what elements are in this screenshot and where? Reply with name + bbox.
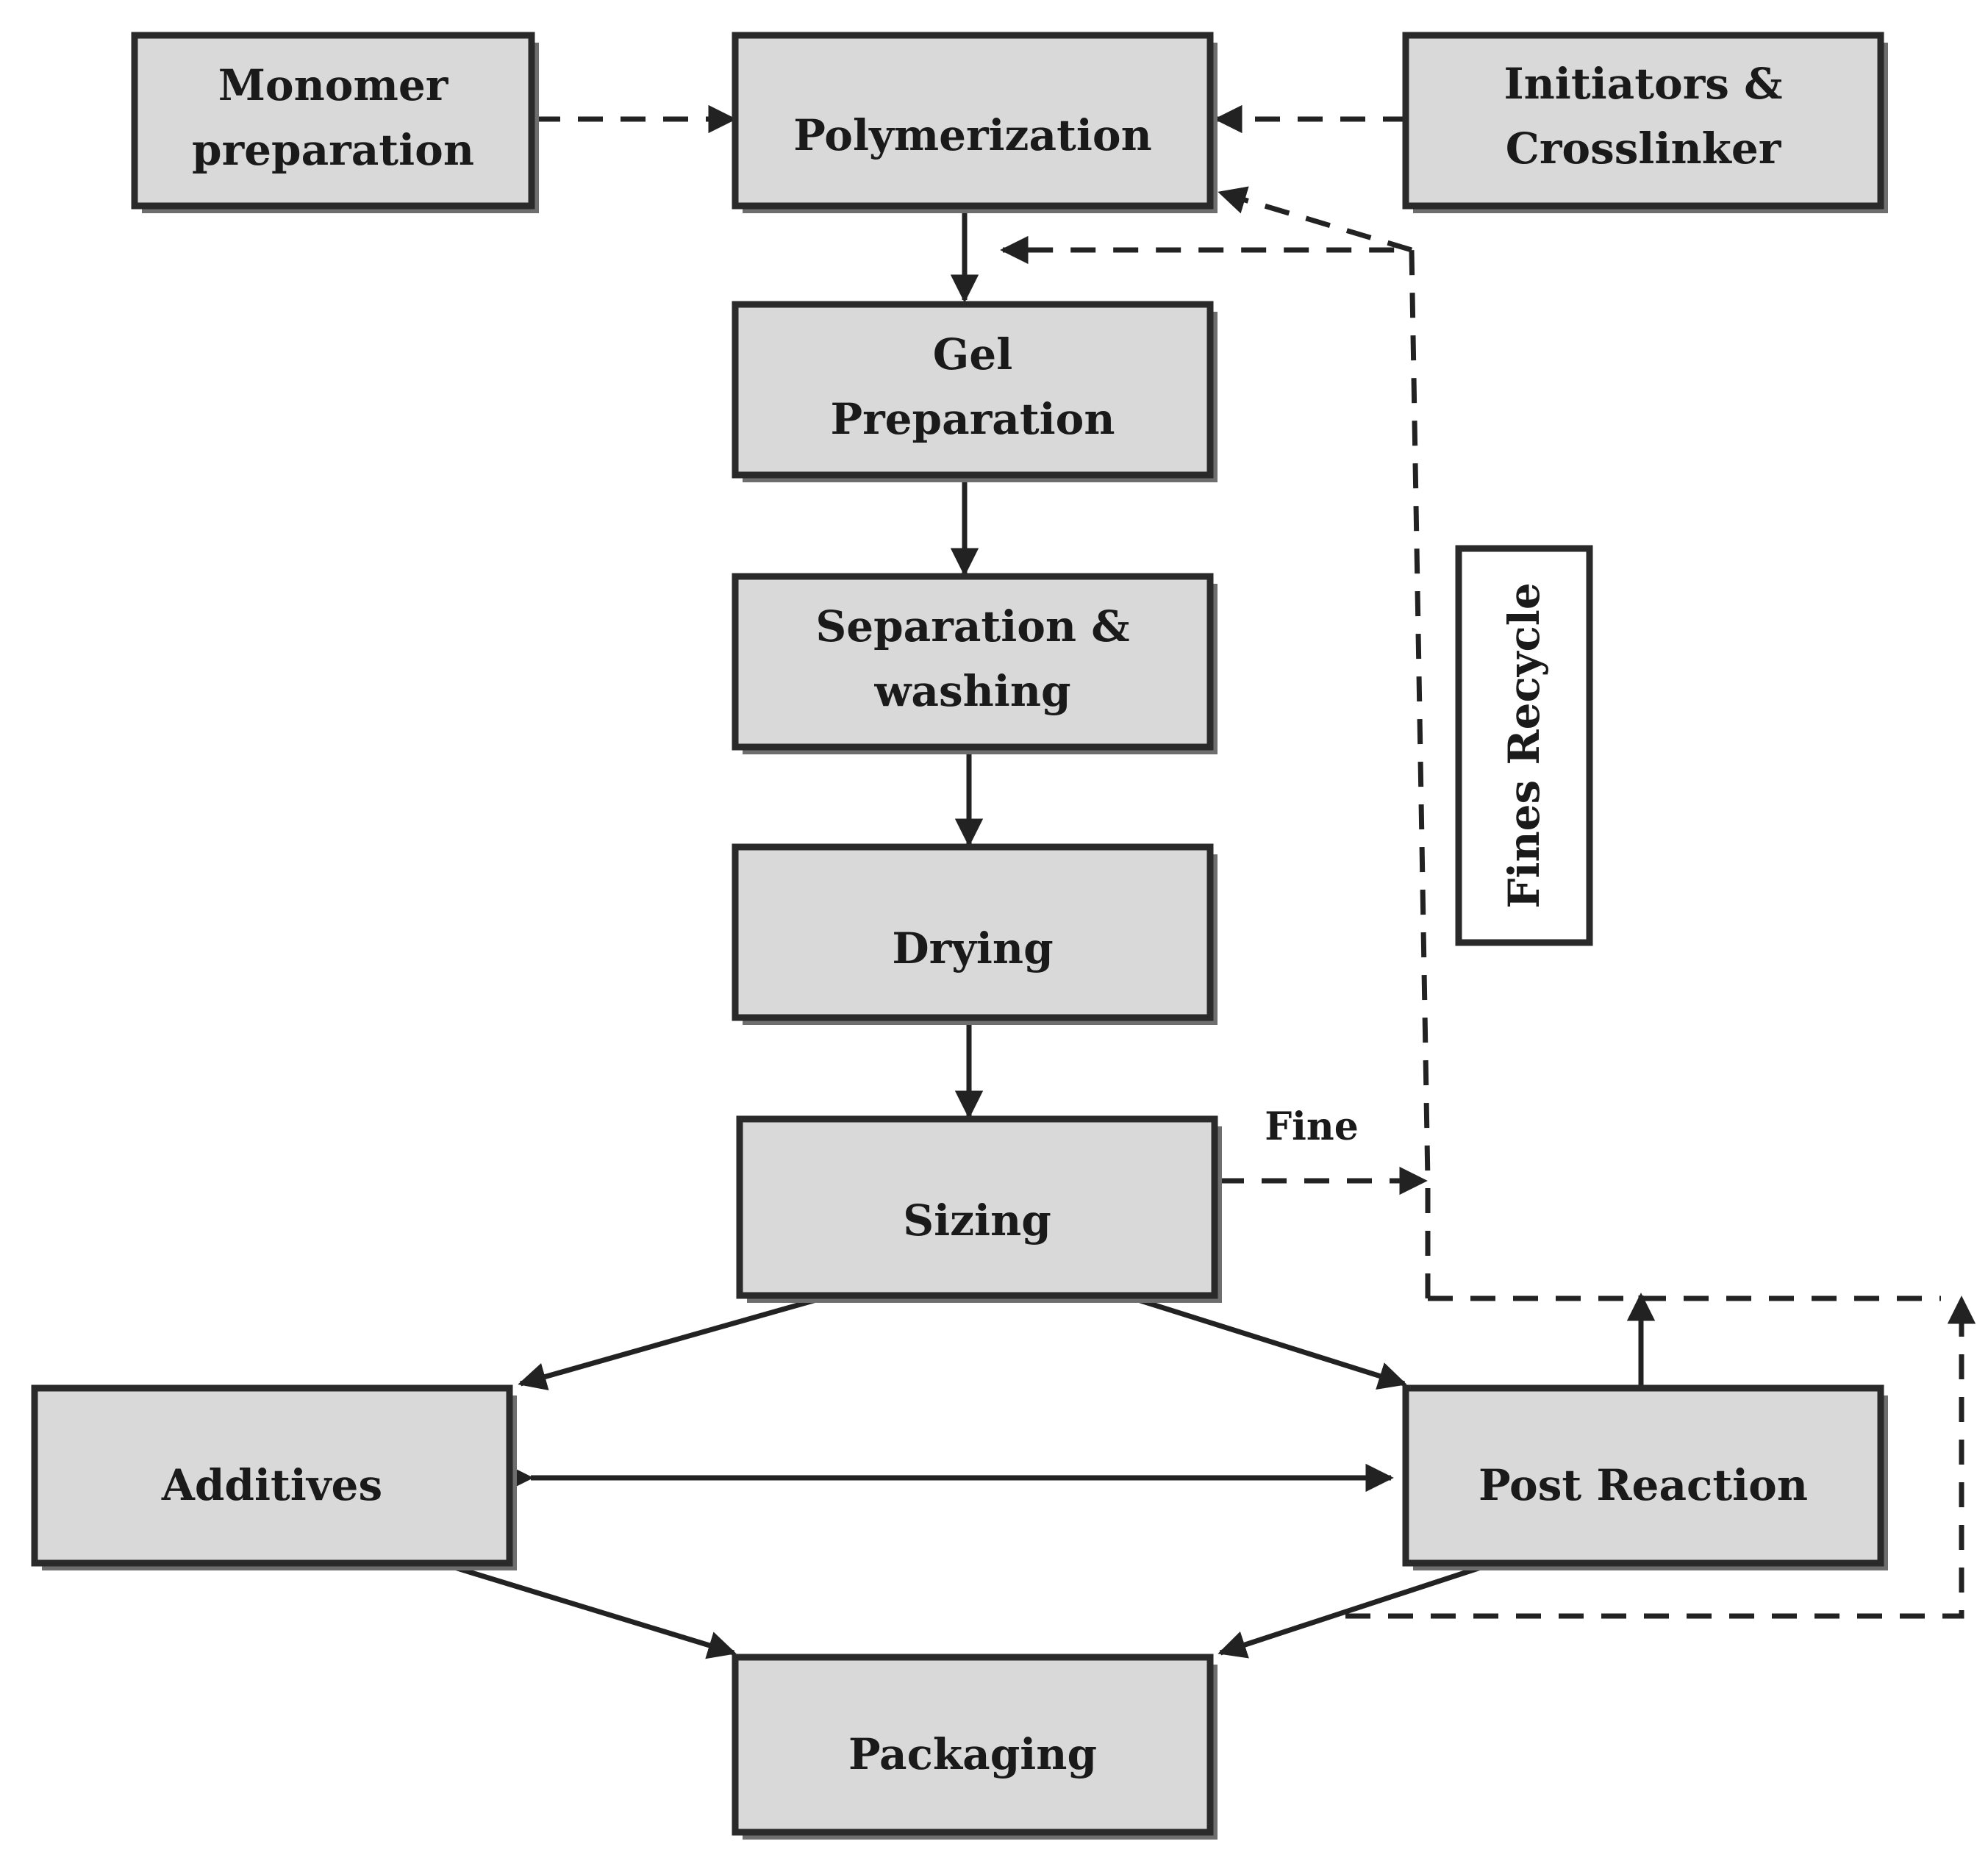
node-packaging: Packaging <box>732 1654 1218 1840</box>
edge-sizing-to-post-reaction <box>1137 1297 1407 1390</box>
node-packaging-label: Packaging <box>848 1729 1097 1779</box>
node-monomer-line-1: Monomer <box>218 60 449 110</box>
node-post-reaction-label: Post Reaction <box>1479 1460 1808 1510</box>
node-gel-line-2: Preparation <box>830 394 1115 444</box>
node-initiators-line-1: Initiators & <box>1504 59 1783 109</box>
node-drying: Drying <box>732 843 1218 1025</box>
node-post-reaction: Post Reaction <box>1402 1384 1888 1570</box>
node-monomer-line-2: preparation <box>192 125 474 175</box>
node-sizing-label: Sizing <box>903 1195 1051 1245</box>
node-fines-recycle-label: Fines Recycle <box>1499 582 1549 909</box>
edges <box>448 104 1976 1659</box>
edge-post-reaction-return-loop <box>1345 1295 1976 1619</box>
node-initiators-line-2: Crosslinker <box>1506 124 1782 174</box>
node-fines-recycle: Fines Recycle <box>1455 545 1593 946</box>
node-sizing: Sizing <box>736 1115 1222 1303</box>
edge-fines-recycle-loop <box>1000 235 1431 1298</box>
edge-sizing-to-additives <box>518 1297 817 1391</box>
node-additives: Additives <box>31 1384 517 1570</box>
node-additives-label: Additives <box>161 1460 382 1510</box>
node-drying-label: Drying <box>892 923 1053 973</box>
node-separation-line-1: Separation & <box>815 601 1129 651</box>
node-gel-preparation: Gel Preparation <box>732 301 1218 482</box>
node-initiators-crosslinker: Initiators & Crosslinker <box>1402 32 1888 213</box>
node-monomer-preparation: Monomer preparation <box>131 32 539 213</box>
edge-label-fine: Fine <box>1265 1104 1359 1149</box>
node-polymerization: Polymerization <box>732 32 1218 213</box>
edge-additives-to-packaging <box>448 1563 737 1659</box>
node-gel-line-1: Gel <box>933 329 1012 379</box>
edge-post-reaction-to-packaging <box>1218 1563 1487 1659</box>
node-separation-line-2: washing <box>873 666 1070 716</box>
node-polymerization-label: Polymerization <box>793 110 1152 160</box>
edge-recycle-to-polymerization <box>1218 186 1413 253</box>
node-separation-washing: Separation & washing <box>732 573 1218 754</box>
